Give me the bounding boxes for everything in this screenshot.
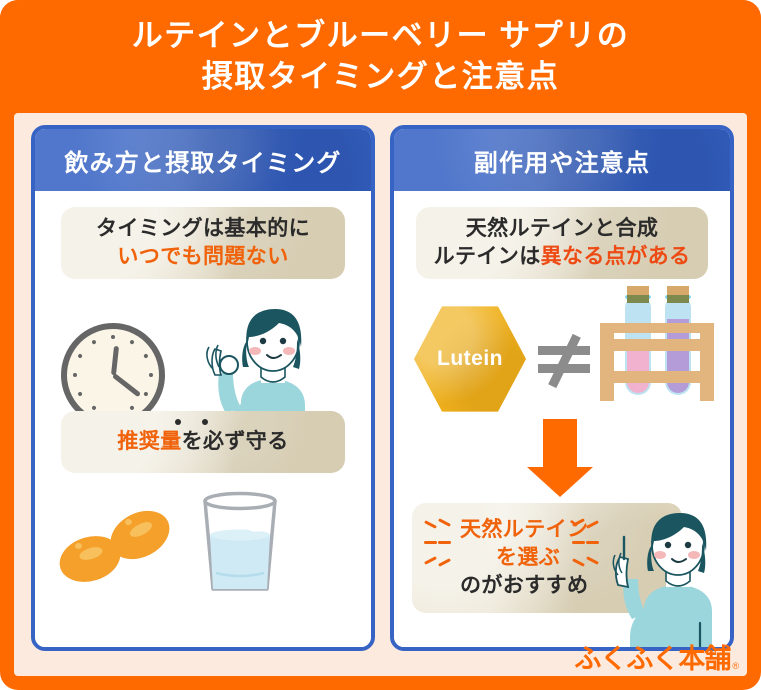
emphasis-dot — [175, 419, 181, 425]
brand-logo: ふくふく本舗 ® — [574, 637, 739, 676]
panel-right-body: 天然ルテインと合成 ルテインは異なる点がある Lutein — [394, 191, 730, 647]
brand-logo-text: ふくふく本舗 — [574, 644, 731, 675]
clock-hour-hand — [110, 345, 119, 376]
water-glass-illustration — [203, 491, 277, 591]
panel-dosage-timing: 飲み方と摂取タイミング タイミングは基本的に いつでも問題ない — [31, 125, 375, 651]
test-tube-rack-illustration — [600, 286, 714, 401]
sparkle-rays-left — [424, 518, 458, 581]
emphasis-dot — [202, 419, 208, 425]
clock-minute-hand — [111, 373, 141, 398]
panel-side-effects-cautions: 副作用や注意点 天然ルテインと合成 ルテインは異なる点がある Lutein — [390, 125, 734, 651]
caption-natural-vs-synthetic: 天然ルテインと合成 ルテインは異なる点がある — [416, 207, 708, 279]
supplement-capsules-illustration — [53, 501, 179, 590]
caption-choose-line-3: のがおすすめ — [460, 573, 589, 597]
clock-icon — [61, 323, 165, 427]
title-line-1: ルテインとブルーベリー サプリの — [131, 17, 630, 53]
registered-mark: ® — [732, 661, 739, 671]
caption-choose-line-1: 天然ルテイン — [460, 518, 589, 542]
title-line-2: 摂取タイミングと注意点 — [201, 58, 560, 94]
panel-right-header-text: 副作用や注意点 — [473, 149, 651, 177]
title-banner: ルテインとブルーベリー サプリの 摂取タイミングと注意点 — [0, 0, 761, 113]
panel-right-header: 副作用や注意点 — [394, 129, 730, 191]
emphasis-dots — [175, 419, 208, 425]
caption-choose-line-2: を選ぶ — [496, 546, 561, 570]
caption-dose-rest: を必ず守る — [181, 430, 289, 454]
caption-lutein-line-2: ルテインは異なる点がある — [434, 243, 691, 271]
caption-lutein-emphasis: 異なる点がある — [540, 245, 691, 268]
not-equal-icon — [536, 331, 592, 389]
orange-down-arrow-icon — [527, 419, 593, 497]
content-canvas: 飲み方と摂取タイミング タイミングは基本的に いつでも問題ない — [14, 113, 747, 676]
panel-left-header: 飲み方と摂取タイミング — [35, 129, 371, 191]
caption-dose-text: 推奨量を必ず守る — [117, 428, 288, 456]
caption-timing-anytime: タイミングは基本的に いつでも問題ない — [61, 207, 345, 279]
panel-left-header-text: 飲み方と摂取タイミング — [64, 149, 342, 177]
lutein-hexagon-icon: Lutein — [414, 306, 526, 412]
caption-lutein-line-1: 天然ルテインと合成 — [465, 217, 659, 241]
sparkle-rays-right — [572, 518, 606, 581]
caption-choose-natural-lutein: 天然ルテイン を選ぶ のがおすすめ — [412, 503, 682, 613]
caption-dose-emphasis: 推奨量 — [117, 430, 182, 454]
caption-lutein-plain: ルテインは — [433, 245, 541, 268]
woman-pointing-illustration — [612, 513, 712, 647]
caption-timing-line-2: いつでも問題ない — [117, 245, 289, 268]
caption-timing-line-1: タイミングは基本的に — [96, 217, 310, 241]
panel-left-body: タイミングは基本的に いつでも問題ない — [35, 191, 371, 647]
lutein-hexagon-label: Lutein — [437, 347, 503, 370]
